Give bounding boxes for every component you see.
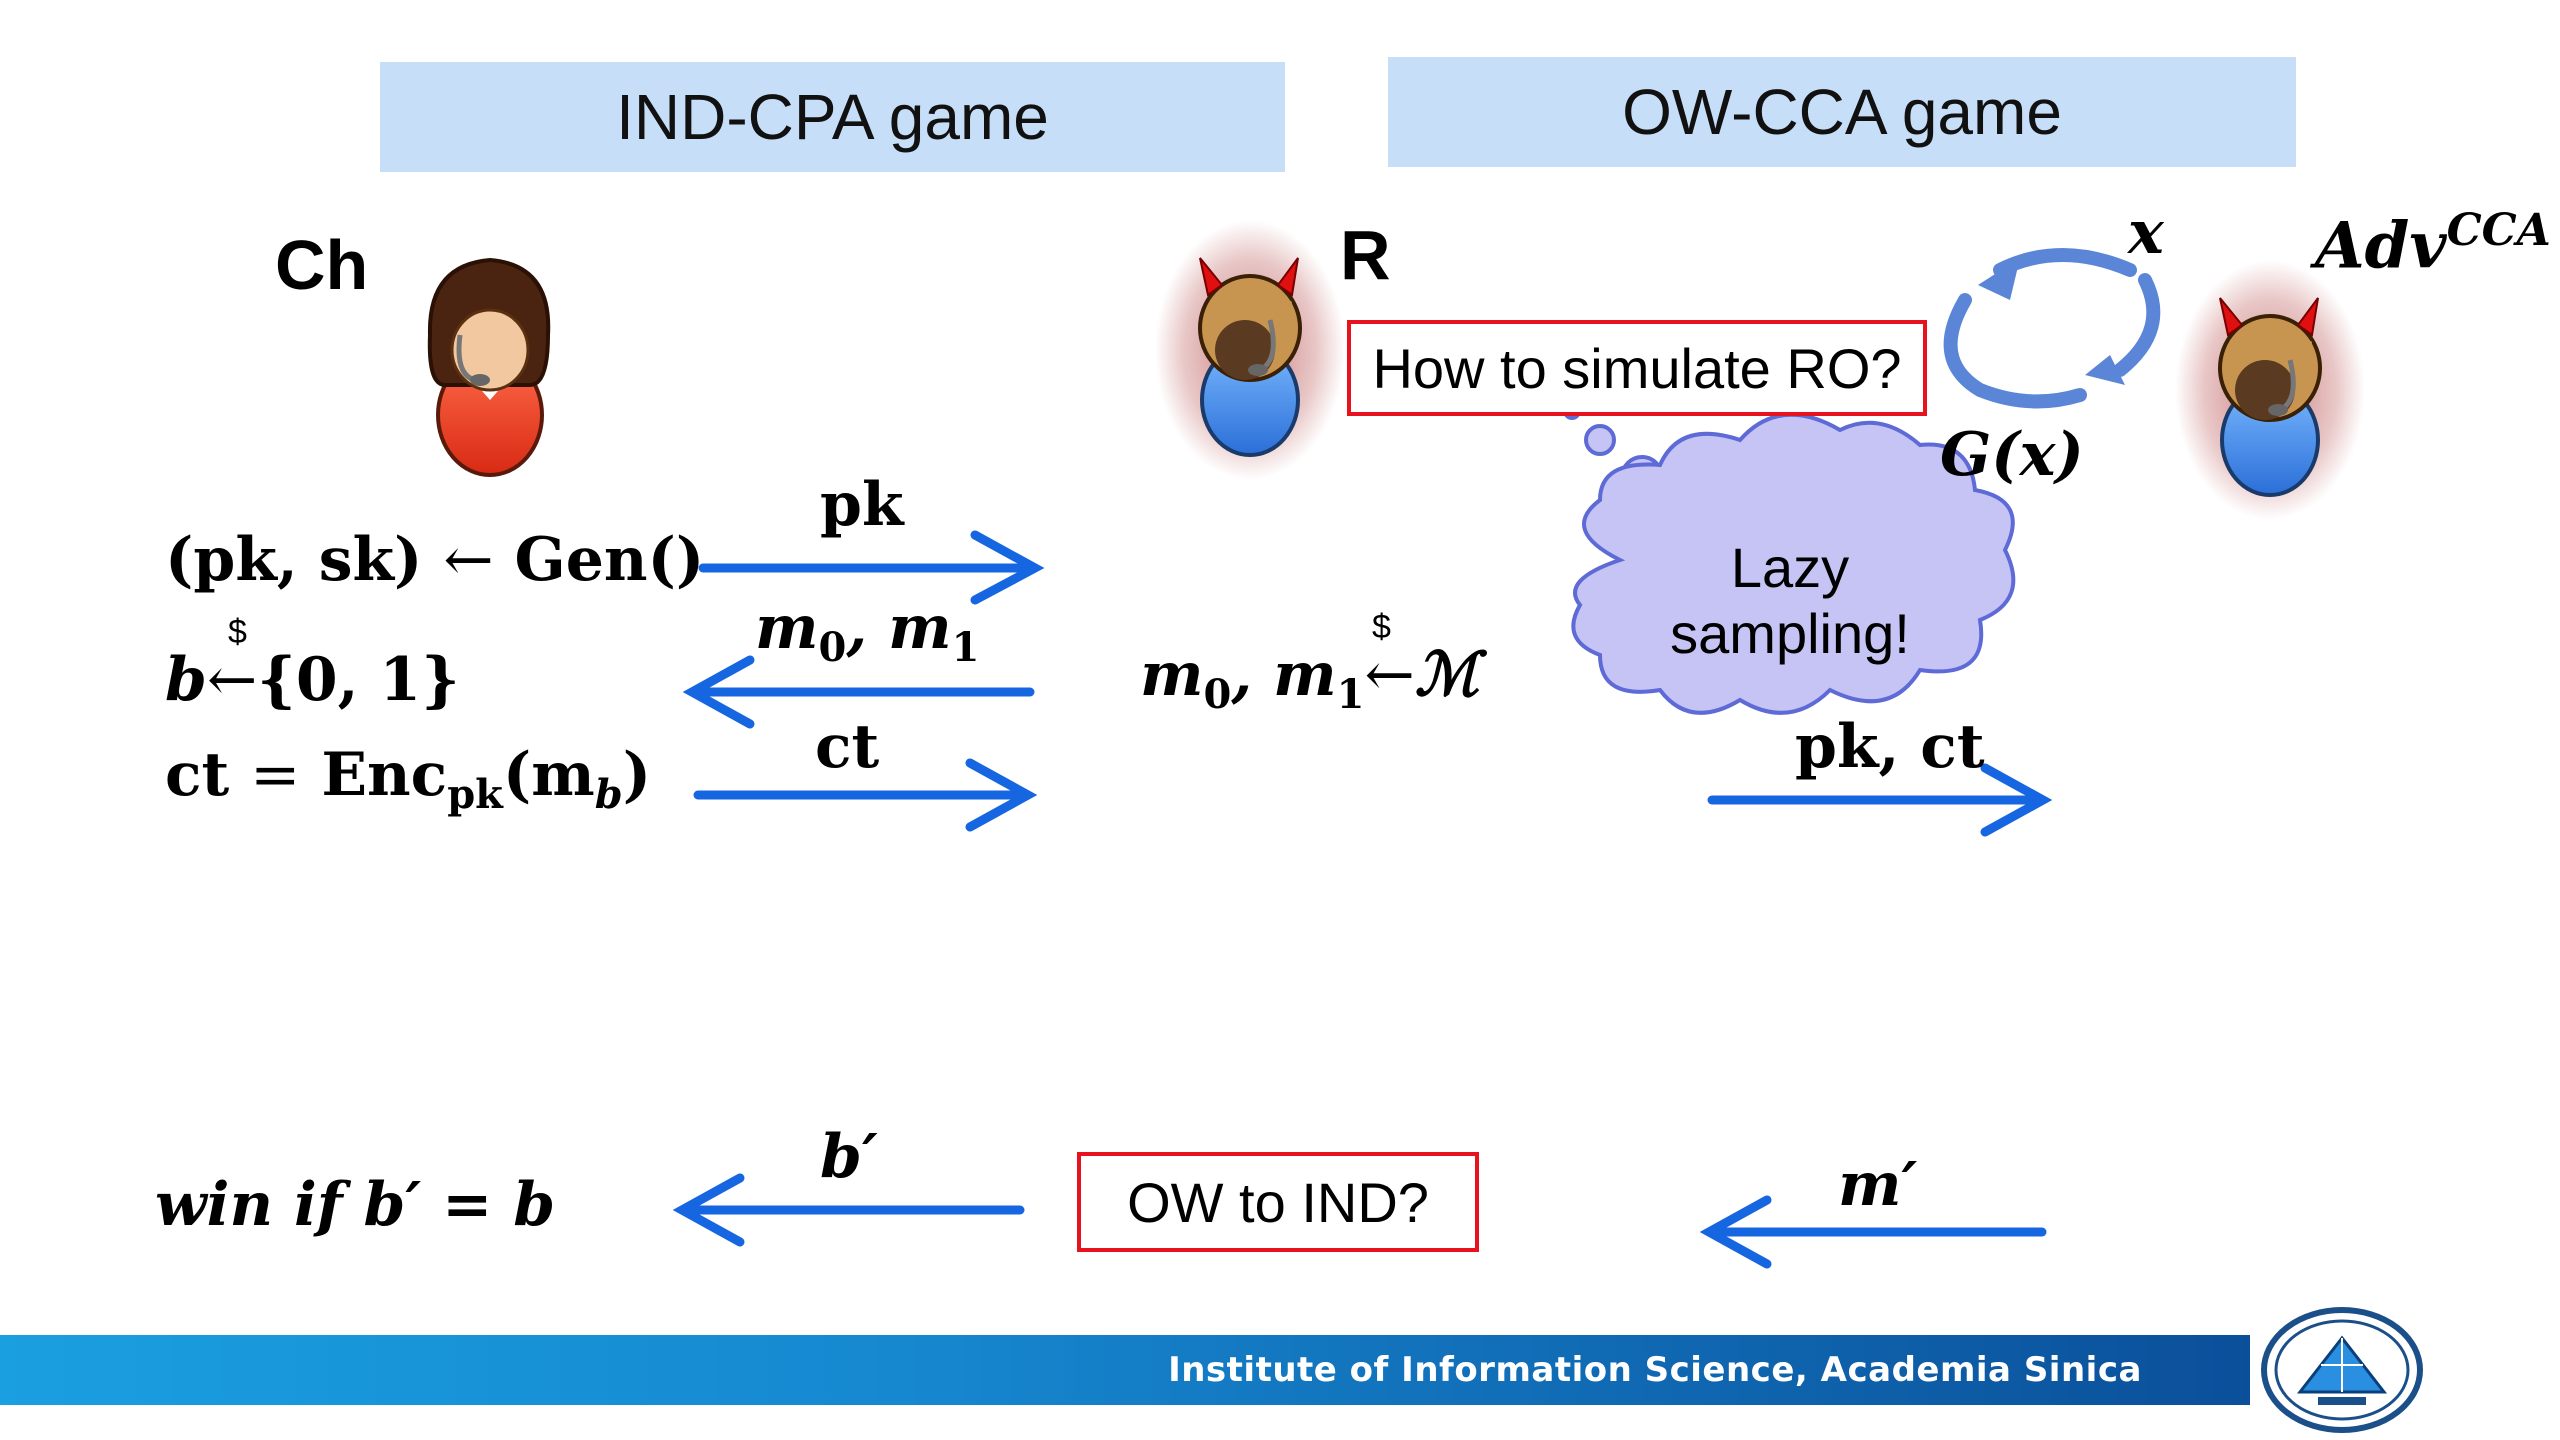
pk-arrow-label: pk [820, 470, 904, 540]
m-prime-arrow-label: m′ [1838, 1150, 1918, 1220]
lazy-sampling-text: Lazy sampling! [1630, 535, 1950, 667]
arrow-b-prime [672, 1173, 1025, 1247]
lazy-line-1: Lazy [1730, 536, 1850, 599]
win-condition: win if b′ = b [155, 1170, 556, 1240]
ct-formula: ct = Encpk(mb) [165, 740, 652, 818]
simulate-ro-callout: How to simulate RO? [1347, 320, 1927, 416]
arrow-m0m1 [682, 655, 1035, 729]
arrow-ct [693, 758, 1038, 832]
ow-to-ind-text: OW to IND? [1127, 1170, 1429, 1234]
pk-ct-arrow-label: pk, ct [1795, 712, 1985, 782]
m0m1-arrow-label: m0, m1 [755, 593, 980, 671]
oracle-gx-label: G(x) [1940, 420, 2084, 490]
adversary-superscript: CCA [2446, 205, 2551, 256]
footer-band [0, 1335, 2250, 1405]
cycle-arrows-icon [1943, 248, 2161, 409]
arrow-m-prime [1699, 1195, 2047, 1269]
simulate-ro-text: How to simulate RO? [1372, 336, 1902, 400]
b-sample-dollar: $ [228, 613, 247, 651]
challenger-avatar-icon [427, 257, 551, 477]
reduction-label: R [1340, 216, 1391, 294]
m-sample-formula: m0, m1←ℳ [1140, 640, 1479, 718]
arrow-pk-ct [1707, 763, 2053, 837]
adversary-devil-avatar-icon [2175, 260, 2365, 520]
ow-cca-header-label: OW-CCA game [1622, 76, 2062, 148]
keygen-formula: (pk, sk) ← Gen() [165, 525, 705, 595]
challenger-label: Ch [275, 226, 369, 304]
b-prime-arrow-label: b′ [820, 1122, 878, 1192]
b-sample-formula: b←{0, 1} [165, 645, 460, 715]
ind-cpa-header: IND-CPA game [380, 62, 1285, 172]
oracle-x-label: x [2128, 198, 2164, 268]
adversary-label: AdvCCA [2315, 205, 2551, 284]
ct-arrow-label: ct [815, 712, 880, 782]
ow-to-ind-callout: OW to IND? [1077, 1152, 1479, 1252]
thought-cloud-icon [1571, 412, 2016, 715]
lazy-line-2: sampling! [1670, 602, 1910, 665]
academia-sinica-logo-icon [2261, 1307, 2423, 1433]
ind-cpa-header-label: IND-CPA game [616, 81, 1049, 153]
footer-institute-text: Institute of Information Science, Academ… [1168, 1350, 2142, 1390]
reduction-devil-avatar-icon [1155, 220, 1345, 480]
m-sample-dollar: $ [1372, 608, 1391, 646]
ow-cca-header: OW-CCA game [1388, 57, 2296, 167]
arrow-pk [698, 530, 1045, 605]
